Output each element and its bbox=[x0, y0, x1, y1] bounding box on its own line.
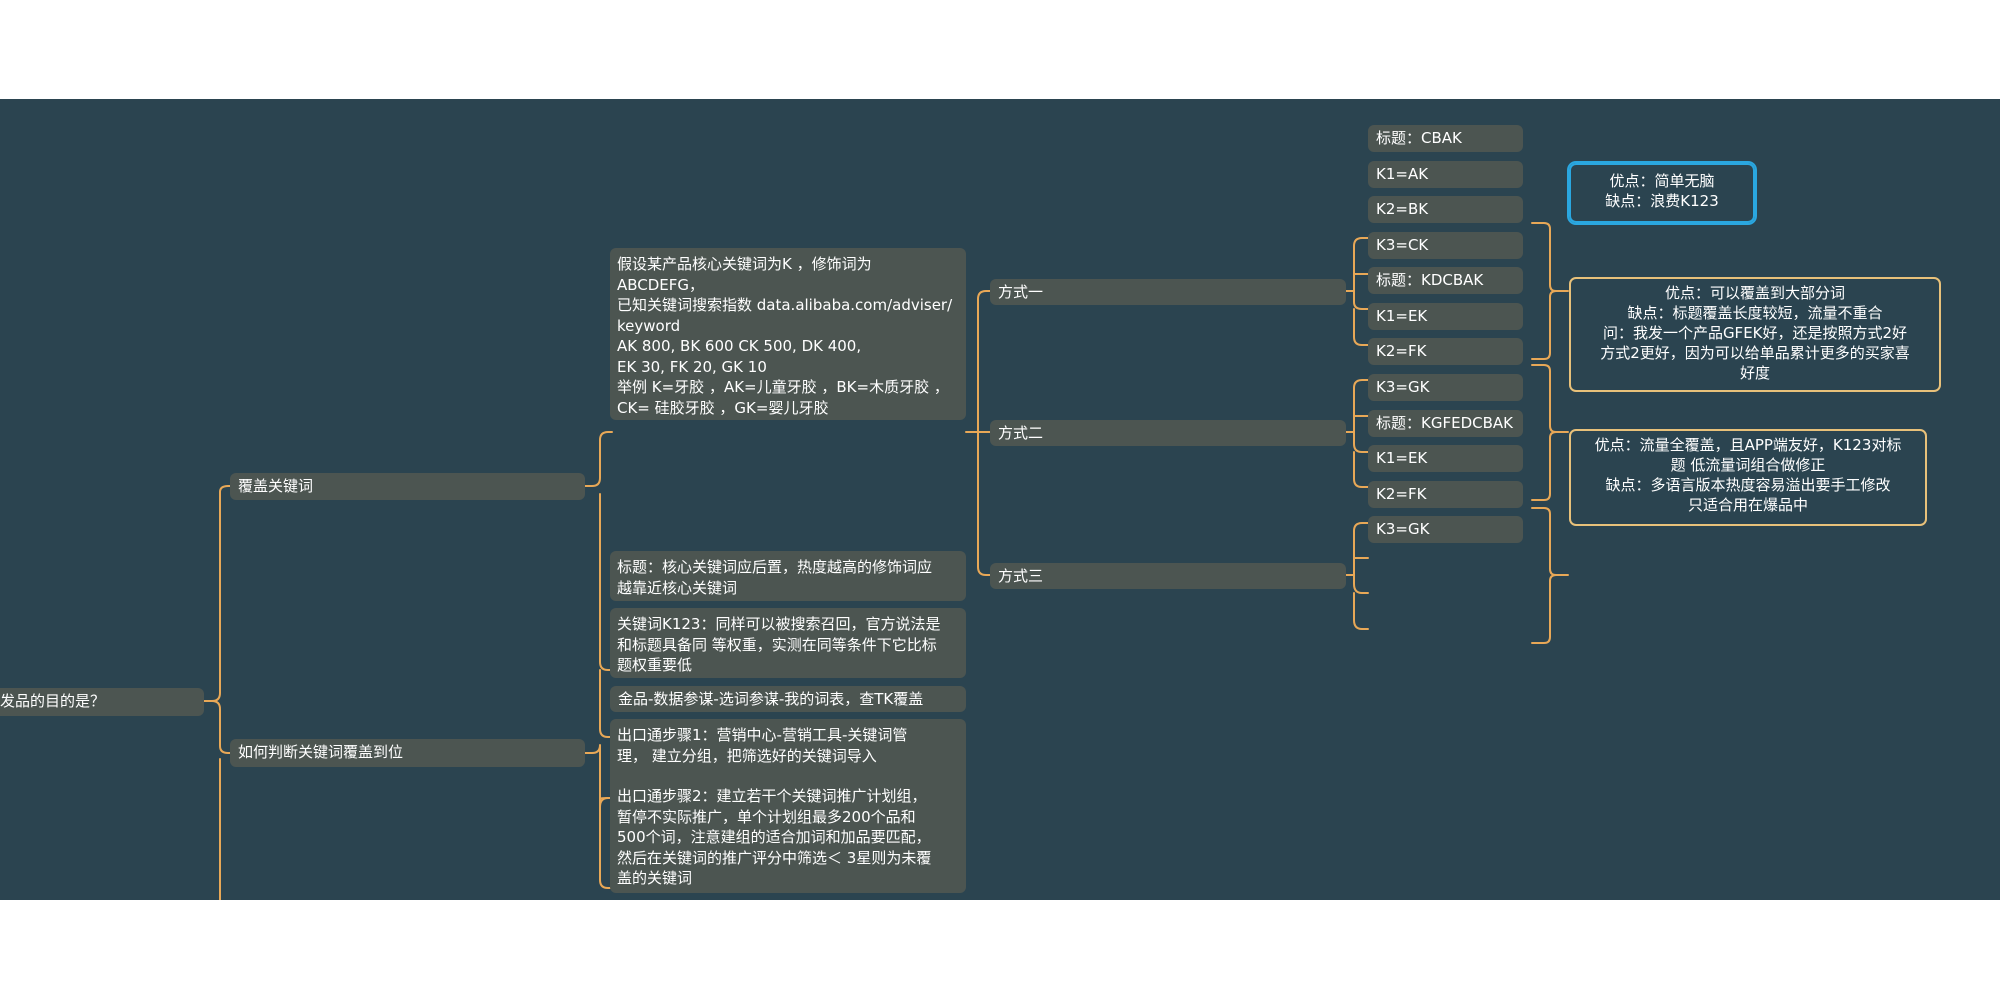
judge-tip2-line: 出口通步骤1：营销中心-营销工具-关键词管 bbox=[617, 726, 908, 744]
item-label: 标题：CBAK bbox=[1376, 129, 1462, 147]
k123-tip-line: 关键词K123：同样可以被搜索召回，官方说法是 bbox=[617, 615, 941, 633]
note-line: 问：我发一个产品GFEK好，还是按照方式2好 bbox=[1602, 324, 1908, 342]
method-1-item-k1[interactable]: K1=AK bbox=[1368, 161, 1523, 188]
connector-lines bbox=[202, 222, 1569, 900]
item-label: K1=EK bbox=[1376, 307, 1428, 325]
title-tip-line: 标题：核心关键词应后置，热度越高的修饰词应 bbox=[617, 558, 933, 576]
k123-tip-line: 和标题具备同 等权重，实测在同等条件下它比标 bbox=[617, 635, 937, 654]
bracket-method1 bbox=[1531, 222, 1569, 360]
branch-fugai-node[interactable]: 覆盖关键词 bbox=[230, 473, 585, 500]
k123-tip-line: 题权重要低 bbox=[617, 656, 693, 674]
judge-tip2-line: 盖的关键词 bbox=[617, 869, 693, 887]
bracket-method3 bbox=[1531, 507, 1569, 644]
method-2-item-k3[interactable]: K3=GK bbox=[1368, 374, 1523, 401]
item-label: K2=FK bbox=[1376, 485, 1427, 503]
item-label: K3=GK bbox=[1376, 378, 1430, 396]
note-line: 缺点：标题覆盖长度较短，流量不重合 bbox=[1627, 304, 1883, 322]
note-line: 缺点：多语言版本热度容易溢出要手工修改 bbox=[1605, 476, 1891, 494]
bracket-method2 bbox=[1531, 364, 1569, 501]
note-line: 缺点：浪费K123 bbox=[1605, 192, 1719, 210]
assumption-line: ABCDEFG， bbox=[617, 275, 705, 294]
judge-tip2-line: 暂停不实际推广，单个计划组最多200个品和 bbox=[617, 807, 916, 826]
note-line: 优点：流量全覆盖，且APP端友好，K123对标 bbox=[1594, 436, 1902, 454]
assumption-line: EK 30, FK 20, GK 10 bbox=[617, 357, 767, 376]
method-2-item-k1[interactable]: K1=EK bbox=[1368, 303, 1523, 330]
link-judge-tip-spine bbox=[599, 744, 613, 889]
method-1-item-k3[interactable]: K3=CK bbox=[1368, 232, 1523, 259]
link-fugai-to-assumption bbox=[583, 431, 613, 487]
judge-tip2-line: 出口通步骤2：建立若干个关键词推广计划组， bbox=[617, 787, 927, 805]
link-fugai-to-k123-tip bbox=[599, 669, 613, 738]
note-line: 优点：可以覆盖到大部分词 bbox=[1664, 284, 1845, 302]
item-label: K3=CK bbox=[1376, 236, 1429, 254]
link-to-method-1 bbox=[977, 290, 993, 433]
method-3-item-k3[interactable]: K3=GK bbox=[1368, 516, 1523, 543]
method-1-node[interactable]: 方式一 bbox=[990, 279, 1346, 305]
method-2-node[interactable]: 方式二 bbox=[990, 420, 1346, 446]
judge-tip2-line: 500个词，注意建组的适合加词和加品要匹配， bbox=[617, 828, 931, 846]
assumption-node[interactable]: 假设某产品核心关键词为K ，修饰词为 ABCDEFG， 已知关键词搜索指数 da… bbox=[610, 248, 966, 420]
method-1-item-k2[interactable]: K2=BK bbox=[1368, 196, 1523, 223]
assumption-line: 已知关键词搜索指数 data.alibaba.com/adviser/ bbox=[617, 296, 953, 314]
title-tip-line: 越靠近核心关键词 bbox=[617, 578, 738, 597]
item-label: K1=EK bbox=[1376, 449, 1428, 467]
note-line: 方式2更好，因为可以给单品累计更多的买家喜 bbox=[1600, 344, 1910, 362]
judge-tip2-line: 理， 建立分组，把筛选好的关键词导入 bbox=[617, 746, 877, 765]
item-label: 标题：KGFEDCBAK bbox=[1376, 414, 1513, 432]
judge-tip1-line: 金品-数据参谋-选词参谋-我的词表，查TK覆盖 bbox=[618, 690, 924, 708]
method-3-item-title[interactable]: 标题：KGFEDCBAK bbox=[1368, 410, 1523, 437]
judge-tip1-node[interactable]: 金品-数据参谋-选词参谋-我的词表，查TK覆盖 bbox=[610, 686, 966, 712]
branch-judge-node[interactable]: 如何判断关键词覆盖到位 bbox=[230, 739, 585, 767]
item-label: K3=GK bbox=[1376, 520, 1430, 538]
method-1-label: 方式一 bbox=[998, 283, 1044, 301]
method-2-item-title[interactable]: 标题：KDCBAK bbox=[1368, 267, 1523, 294]
link-fugai-to-title-tip bbox=[599, 493, 613, 671]
method-3-summary-note[interactable]: 优点：流量全覆盖，且APP端友好，K123对标 题 低流量词组合做修正 缺点：多… bbox=[1569, 429, 1927, 526]
item-label: K2=FK bbox=[1376, 342, 1427, 360]
method-1-item-title[interactable]: 标题：CBAK bbox=[1368, 125, 1523, 152]
mindmap-canvas[interactable]: 发品的目的是？ 覆盖关键词 如何判断关键词覆盖到位 假设某产品核心关键词为K ，… bbox=[0, 99, 2000, 900]
branch-judge-label: 如何判断关键词覆盖到位 bbox=[238, 743, 404, 761]
note-line: 好度 bbox=[1739, 364, 1770, 382]
assumption-line: AK 800, BK 600 CK 500, DK 400, bbox=[617, 337, 862, 355]
title-tip-node[interactable]: 标题：核心关键词应后置，热度越高的修饰词应 越靠近核心关键词 bbox=[610, 551, 966, 601]
method-1-summary-note[interactable]: 优点：简单无脑 缺点：浪费K123 bbox=[1569, 163, 1755, 223]
method-2-label: 方式二 bbox=[998, 424, 1044, 442]
method-2-item-k2[interactable]: K2=FK bbox=[1368, 338, 1523, 365]
assumption-line: CK= 硅胶牙胶 ，GK=婴儿牙胶 bbox=[617, 398, 829, 417]
item-label: K2=BK bbox=[1376, 200, 1429, 218]
link-to-method-3 bbox=[977, 431, 993, 576]
method-3-label: 方式三 bbox=[998, 567, 1044, 585]
root-label: 发品的目的是？ bbox=[0, 692, 106, 710]
judge-tip2-line: 然后在关键词的推广评分中筛选＜ 3星则为未覆 bbox=[617, 848, 932, 867]
method-2-summary-note[interactable]: 优点：可以覆盖到大部分词 缺点：标题覆盖长度较短，流量不重合 问：我发一个产品G… bbox=[1569, 277, 1941, 392]
method-3-item-k2[interactable]: K2=FK bbox=[1368, 481, 1523, 508]
link-method3-items bbox=[1345, 522, 1369, 630]
root-node[interactable]: 发品的目的是？ bbox=[0, 688, 204, 716]
branch-fugai-label: 覆盖关键词 bbox=[238, 477, 314, 495]
link-method2-items bbox=[1345, 379, 1369, 488]
link-root-to-judge bbox=[202, 700, 233, 754]
method-3-node[interactable]: 方式三 bbox=[990, 563, 1346, 589]
k123-tip-node[interactable]: 关键词K123：同样可以被搜索召回，官方说法是 和标题具备同 等权重，实测在同等… bbox=[610, 608, 966, 678]
note-line: 只适合用在爆品中 bbox=[1687, 496, 1808, 514]
judge-tip2-node[interactable]: 出口通步骤1：营销中心-营销工具-关键词管 理， 建立分组，把筛选好的关键词导入… bbox=[610, 719, 966, 893]
link-method1-items bbox=[1345, 237, 1369, 346]
item-label: K1=AK bbox=[1376, 165, 1429, 183]
item-label: 标题：KDCBAK bbox=[1376, 271, 1484, 289]
assumption-line: keyword bbox=[617, 316, 681, 335]
method-3-item-k1[interactable]: K1=EK bbox=[1368, 445, 1523, 472]
judge-tip2-line bbox=[617, 766, 959, 786]
note-line: 题 低流量词组合做修正 bbox=[1670, 456, 1826, 474]
assumption-line: 举例 K=牙胶 ，AK=儿童牙胶 ，BK=木质牙胶 ， bbox=[617, 378, 949, 396]
note-line: 优点：简单无脑 bbox=[1609, 172, 1715, 190]
link-root-to-fugai bbox=[202, 485, 233, 702]
assumption-line: 假设某产品核心关键词为K ，修饰词为 bbox=[617, 255, 872, 273]
